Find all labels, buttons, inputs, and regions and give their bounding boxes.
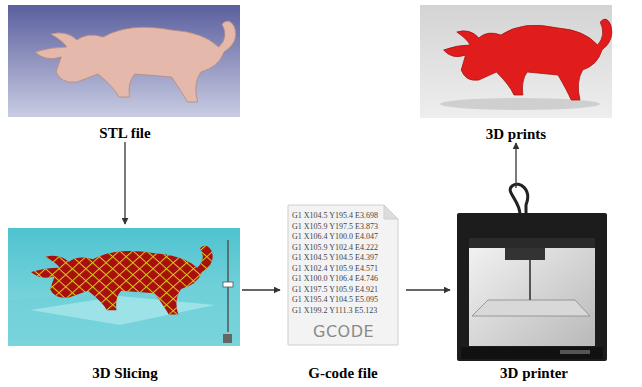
code-line: G1 X102.4 Y105.9 E4.571	[292, 264, 378, 275]
image-card: 3D prints	[418, 3, 614, 143]
code-lines: G1 X104.5 Y195.4 E3.698G1 X105.9 Y197.5 …	[292, 211, 378, 316]
caption: 3D printer	[500, 364, 568, 382]
code-line: G1 X105.9 Y197.5 E3.873	[292, 222, 378, 233]
flow-arrow	[515, 143, 516, 188]
code-line: G1 X197.5 Y105.9 E4.921	[292, 285, 378, 296]
code-line: G1 X104.5 Y104.5 E4.397	[292, 253, 378, 264]
flow-arrow	[124, 142, 125, 224]
image-card: STL file	[8, 4, 242, 142]
flow-arrow	[406, 289, 450, 290]
caption: STL file	[99, 124, 150, 142]
caption: 3D prints	[486, 125, 546, 143]
code-line: G1 X105.9 Y102.4 E4.222	[292, 243, 378, 254]
caption: 3D Slicing	[92, 364, 157, 382]
code-line: G1 X199.2 Y111.3 E5.123	[292, 306, 378, 317]
code-line: G1 X106.4 Y100.0 E4.047	[292, 232, 378, 243]
code-line: G1 X195.4 Y104.5 E5.095	[292, 295, 378, 306]
caption: G-code file	[308, 364, 378, 382]
flow-arrow	[242, 289, 280, 290]
code-line: G1 X104.5 Y195.4 E3.698	[292, 211, 378, 222]
file-type-label: GCODE	[313, 322, 374, 341]
image-card: 3D printer	[450, 188, 618, 382]
code-line: G1 X100.0 Y106.4 E4.746	[292, 274, 378, 285]
image-card: 3D Slicing	[8, 224, 242, 382]
